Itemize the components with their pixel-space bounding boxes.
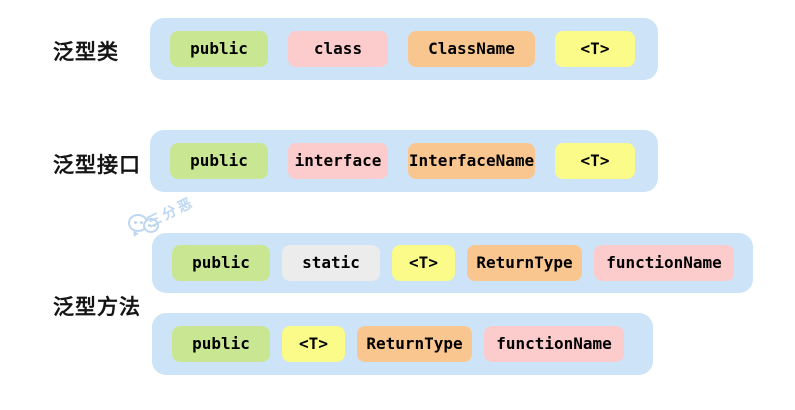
token-functionname: functionName [484,326,624,362]
token-classname: ClassName [408,31,535,67]
token-public: public [172,326,270,362]
bubble-tail [131,230,139,239]
generic-class-syntax-row: public class ClassName <T> [150,18,658,80]
token-interfacename: InterfaceName [408,143,535,179]
watermark-text: 三分恶 [144,195,198,232]
token-returntype: ReturnType [467,245,582,281]
generic-method-syntax-row: public <T> ReturnType functionName [152,313,653,375]
section-label-generic-method: 泛型方法 [53,295,141,319]
generic-interface-syntax-row: public interface InterfaceName <T> [150,130,658,192]
watermark: 三分恶 [126,195,226,248]
token-class: class [288,31,388,67]
bubble-eye [134,221,137,224]
bubble-eye [148,224,151,227]
bubble-eye [153,224,156,227]
bubble-eye [140,221,143,224]
token-returntype: ReturnType [357,326,472,362]
token-public: public [170,143,268,179]
token-t: <T> [392,245,455,281]
token-t: <T> [555,31,635,67]
token-functionname: functionName [594,245,734,281]
token-interface: interface [288,143,388,179]
chat-bubble-small [143,218,159,233]
token-static: static [282,245,380,281]
token-public: public [170,31,268,67]
token-t: <T> [282,326,345,362]
section-label-generic-class: 泛型类 [53,40,119,64]
generic-method-syntax-row-static: public static <T> ReturnType functionName [152,233,753,293]
token-public: public [172,245,270,281]
section-label-generic-interface: 泛型接口 [53,153,141,177]
token-t: <T> [555,143,635,179]
